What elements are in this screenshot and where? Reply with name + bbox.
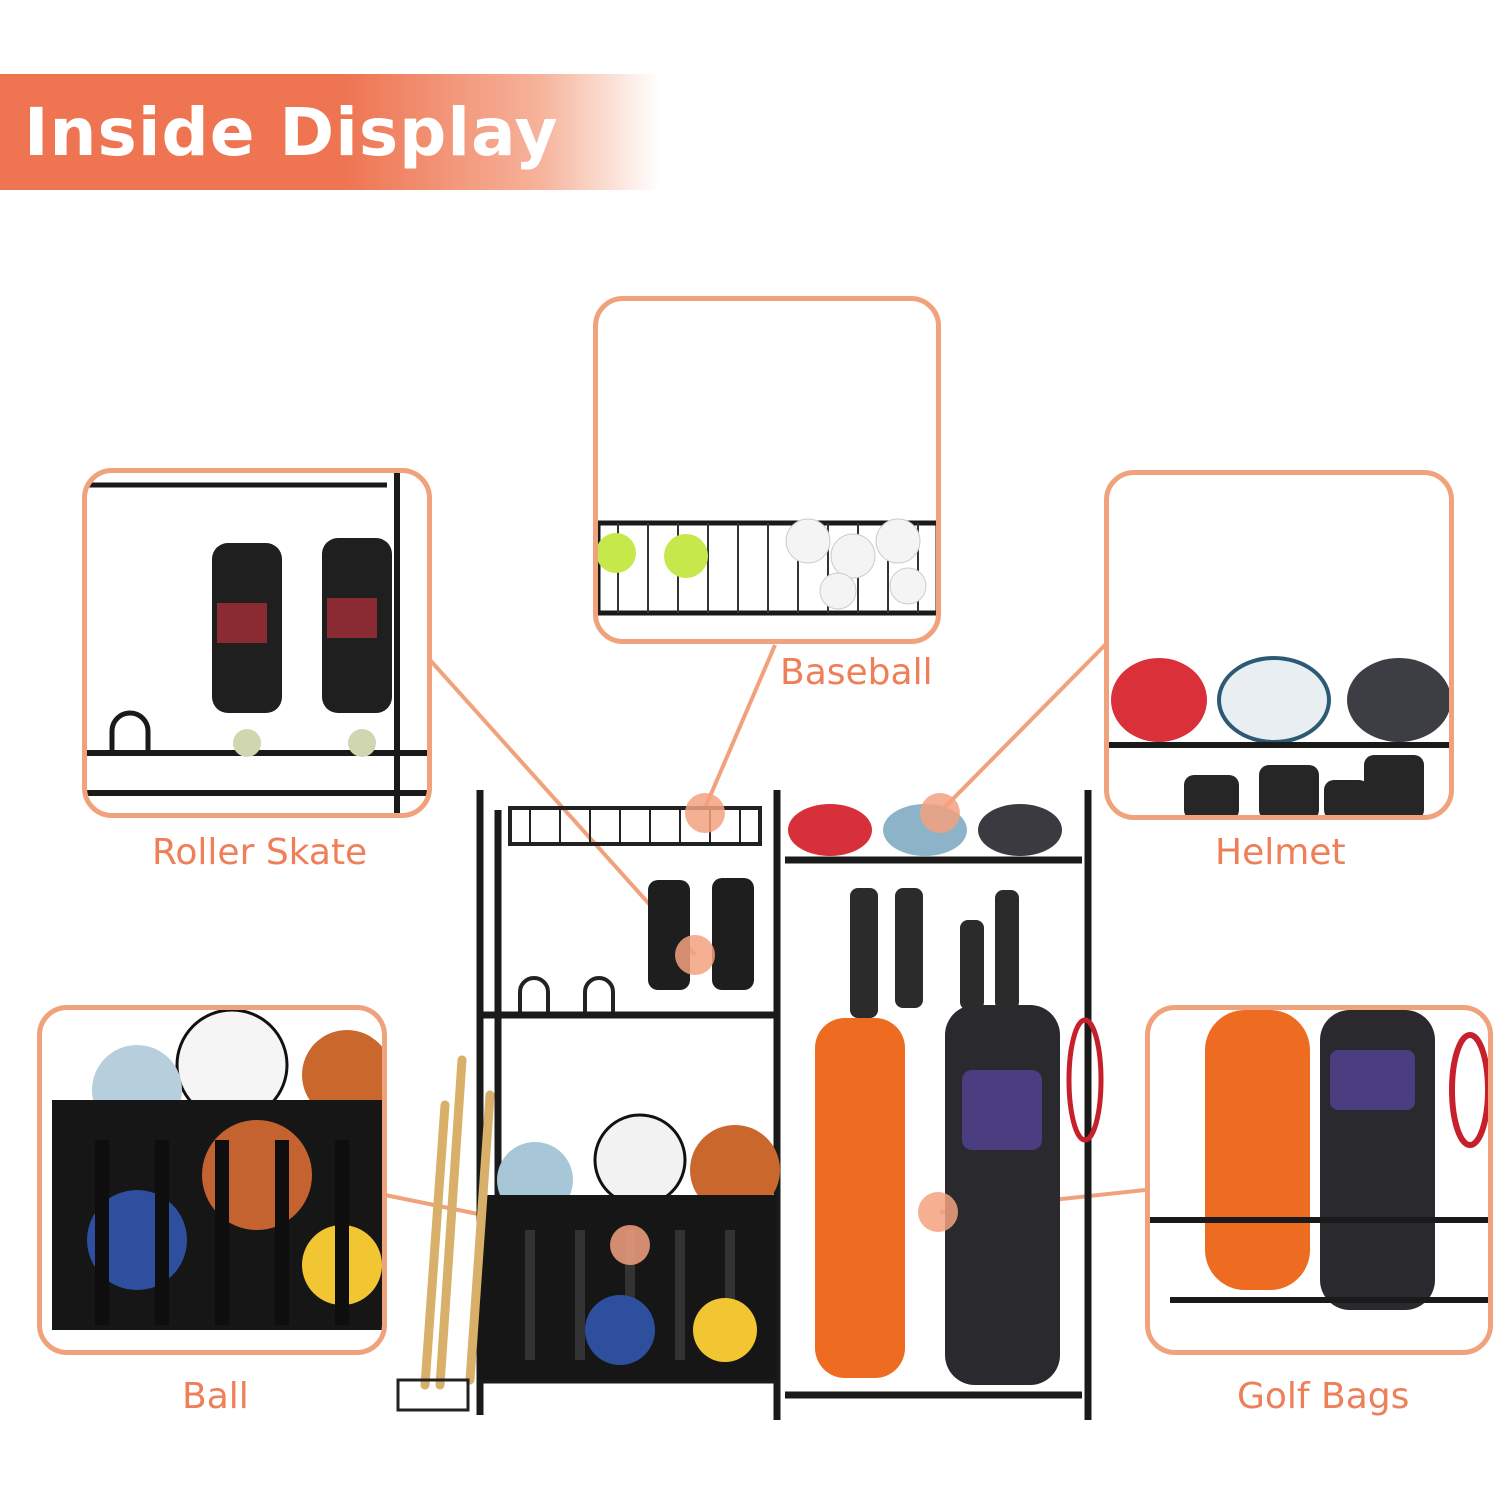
baseball-basket-image [598,518,936,616]
roller-skate-callout [82,468,432,818]
ball-label: Ball [182,1376,249,1417]
banner-title: Inside Display [24,94,559,171]
helmet-label: Helmet [1215,832,1346,873]
baseball-label: Baseball [780,652,933,693]
callout-dot-ball [610,1225,650,1265]
roller-skate-image [87,473,427,813]
callout-dot-baseball [685,793,725,833]
callout-dot-golf-bags [918,1192,958,1232]
roller-skate-label: Roller Skate [152,832,368,873]
title-banner [0,74,660,190]
golf-bags-callout [1145,1005,1493,1355]
golf-bags-label: Golf Bags [1237,1376,1410,1417]
ball-bag-image [52,1010,382,1330]
callout-dot-roller-skate [675,935,715,975]
baseball-callout [593,296,941,644]
helmet-callout [1104,470,1454,820]
callout-dot-helmet [920,793,960,833]
golf-bags-image [1150,1010,1488,1310]
helmet-shelf-image [1109,656,1449,815]
ball-callout [37,1005,387,1355]
